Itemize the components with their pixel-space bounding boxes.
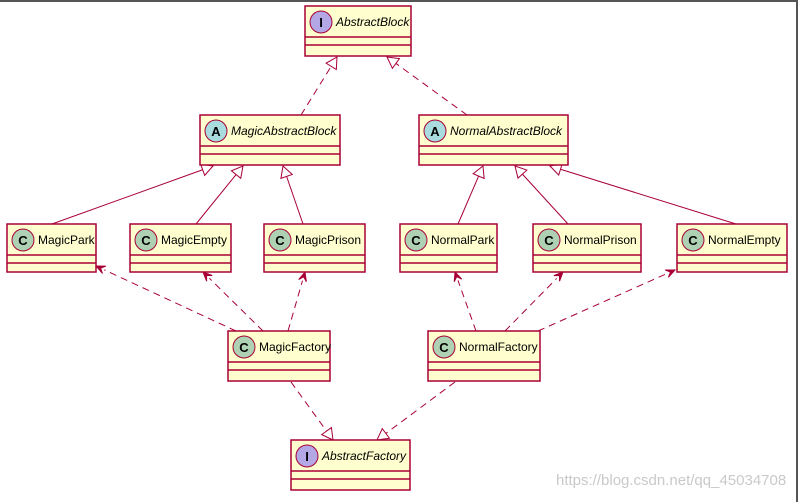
dependency-arrowhead xyxy=(553,271,564,282)
class-name-label: NormalPrison xyxy=(564,233,637,247)
class-stereotype-icon: C xyxy=(11,228,35,252)
inheritance-arrowhead xyxy=(514,165,528,180)
uml-class-normal-factory[interactable]: C NormalFactory xyxy=(427,330,541,382)
uml-class-magic-prison[interactable]: C MagicPrison xyxy=(263,223,366,273)
edge-realization-normal_factory-to-abstract_factory xyxy=(376,381,456,441)
svg-text:C: C xyxy=(141,233,151,248)
uml-class-magic-empty[interactable]: C MagicEmpty xyxy=(129,223,232,273)
uml-abstract-magic-abstract-block[interactable]: A MagicAbstractBlock xyxy=(199,114,341,166)
class-name-label: NormalPark xyxy=(431,233,495,247)
class-stereotype-icon: C xyxy=(432,335,456,359)
uml-class-normal-park[interactable]: C NormalPark xyxy=(399,223,498,273)
edge-generalization-normal_empty-to-normal_abstract_block xyxy=(549,162,737,225)
inheritance-arrowhead xyxy=(199,163,214,177)
window-frame-right xyxy=(796,0,798,502)
inheritance-arrowhead xyxy=(376,427,391,441)
inheritance-arrowhead xyxy=(320,426,334,441)
class-stereotype-icon: C xyxy=(404,228,428,252)
uml-class-magic-factory[interactable]: C MagicFactory xyxy=(227,330,331,382)
class-stereotype-icon: C xyxy=(232,335,256,359)
class-stereotype-icon: C xyxy=(681,228,705,252)
svg-text:C: C xyxy=(275,233,285,248)
class-name-label: NormalFactory xyxy=(459,340,538,354)
interface-stereotype-icon: I xyxy=(295,444,319,468)
svg-text:A: A xyxy=(211,124,221,139)
uml-class-magic-park[interactable]: C MagicPark xyxy=(6,223,97,273)
uml-class-normal-prison[interactable]: C NormalPrison xyxy=(532,223,642,273)
inheritance-arrowhead xyxy=(386,56,401,70)
class-name-label: MagicPark xyxy=(38,233,96,247)
class-name-label: NormalAbstractBlock xyxy=(450,124,563,138)
class-name-label: MagicPrison xyxy=(295,233,361,247)
edge-dependency-magic_factory-to-magic_park xyxy=(94,265,237,332)
edge-generalization-magic_prison-to-magic_abstract_block xyxy=(280,165,304,225)
svg-text:A: A xyxy=(430,124,440,139)
dependency-arrowhead xyxy=(202,271,213,282)
window-frame-top xyxy=(0,0,798,2)
edge-realization-normal_abstract_block-to-abstract_block xyxy=(386,56,468,116)
class-name-label: MagicAbstractBlock xyxy=(231,124,337,138)
inheritance-arrowhead xyxy=(472,165,485,180)
dependency-arrowhead xyxy=(298,270,307,282)
class-stereotype-icon: C xyxy=(268,228,292,252)
edge-dependency-normal_factory-to-normal_prison xyxy=(504,271,564,332)
inheritance-arrowhead xyxy=(280,165,294,180)
edge-dependency-magic_factory-to-magic_prison xyxy=(287,270,307,332)
dependency-arrowhead xyxy=(94,265,107,274)
class-name-label: AbstractFactory xyxy=(321,449,407,463)
uml-interface-abstract-block[interactable]: I AbstractBlock xyxy=(304,5,412,57)
class-stereotype-icon: C xyxy=(134,228,158,252)
interface-stereotype-icon: I xyxy=(309,10,333,34)
edge-realization-magic_factory-to-abstract_factory xyxy=(290,381,334,441)
uml-interface-abstract-factory[interactable]: I AbstractFactory xyxy=(290,439,411,491)
class-stereotype-icon: C xyxy=(537,228,561,252)
edge-dependency-normal_factory-to-normal_park xyxy=(453,270,477,332)
svg-text:C: C xyxy=(18,233,28,248)
edge-generalization-magic_empty-to-magic_abstract_block xyxy=(195,165,244,225)
inheritance-arrowhead xyxy=(325,56,338,71)
svg-text:C: C xyxy=(439,340,449,355)
edge-dependency-magic_factory-to-magic_empty xyxy=(202,271,264,332)
uml-abstract-normal-abstract-block[interactable]: A NormalAbstractBlock xyxy=(418,114,569,166)
svg-text:C: C xyxy=(411,233,421,248)
svg-text:I: I xyxy=(319,15,323,30)
dependency-arrowhead xyxy=(664,269,677,278)
abstract-stereotype-icon: A xyxy=(204,119,228,143)
svg-text:C: C xyxy=(544,233,554,248)
svg-text:I: I xyxy=(305,449,309,464)
edge-dependency-normal_factory-to-normal_empty xyxy=(537,269,677,332)
svg-text:C: C xyxy=(239,340,249,355)
svg-text:C: C xyxy=(688,233,698,248)
edge-generalization-normal_park-to-normal_abstract_block xyxy=(457,165,485,225)
edge-generalization-normal_prison-to-normal_abstract_block xyxy=(514,165,569,225)
class-name-label: MagicEmpty xyxy=(161,233,227,247)
class-name-label: NormalEmpty xyxy=(708,233,781,247)
dependency-arrowhead xyxy=(453,270,463,283)
class-name-label: AbstractBlock xyxy=(335,15,410,29)
edges-layer xyxy=(51,56,737,441)
uml-class-normal-empty[interactable]: C NormalEmpty xyxy=(676,223,788,273)
edge-generalization-magic_park-to-magic_abstract_block xyxy=(51,163,214,225)
inheritance-arrowhead xyxy=(230,165,244,180)
watermark-url: https://blog.csdn.net/qq_45034708 xyxy=(556,472,787,489)
edge-realization-magic_abstract_block-to-abstract_block xyxy=(300,56,338,116)
class-name-label: MagicFactory xyxy=(259,340,331,354)
abstract-stereotype-icon: A xyxy=(423,119,447,143)
